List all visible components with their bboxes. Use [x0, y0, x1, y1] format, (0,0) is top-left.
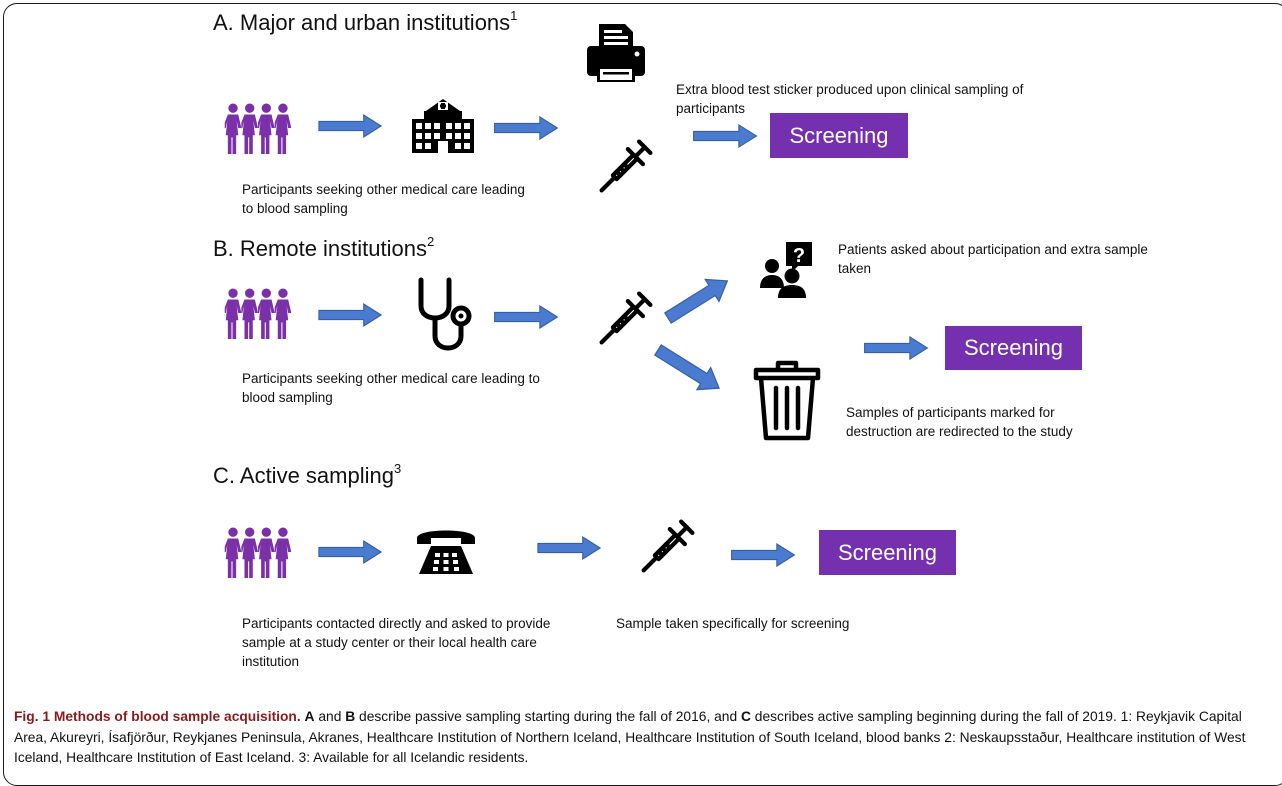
screening-box-a: Screening — [770, 113, 908, 158]
screening-label: Screening — [837, 539, 938, 565]
section-a-title: A. Major and urban institutions1 — [213, 8, 518, 36]
right-arrow-icon — [318, 114, 382, 138]
caption-ref-a: A — [304, 709, 315, 724]
right-arrow-icon — [731, 543, 795, 567]
participants-note-b: Participants seeking other medical care … — [242, 371, 540, 405]
right-arrow-icon — [318, 540, 382, 564]
right-arrow-icon — [864, 336, 928, 360]
right-arrow-icon — [537, 536, 601, 560]
hospital-icon — [412, 99, 474, 153]
section-a-title-text: A. Major and urban institutions — [213, 10, 511, 35]
right-arrow-icon — [494, 305, 558, 329]
caption-text-2: describes active sampling beginning duri… — [14, 709, 1246, 765]
syringe-icon — [636, 516, 700, 576]
printer-note: Extra blood test sticker produced upon c… — [676, 82, 1024, 116]
section-b-title-text: B. Remote institutions — [213, 236, 427, 261]
participants-note-a: Participants seeking other medical care … — [242, 182, 525, 216]
telephone-icon — [417, 530, 475, 574]
svg-text:?: ? — [793, 245, 805, 267]
right-arrow-icon — [653, 344, 720, 391]
screening-box-b: Screening — [945, 326, 1082, 370]
printer-icon — [587, 24, 645, 82]
people-question-icon: ? — [760, 242, 812, 298]
right-arrow-icon — [693, 124, 757, 148]
screening-box-c: Screening — [819, 530, 956, 575]
figure-caption: Fig. 1 Methods of blood sample acquisiti… — [14, 707, 1274, 769]
right-arrow-icon — [663, 278, 729, 324]
sample-note: Sample taken specifically for screening — [616, 616, 850, 631]
caption-ref-b: B — [345, 709, 356, 724]
syringe-icon — [594, 136, 658, 196]
section-b-title: B. Remote institutions2 — [213, 234, 435, 262]
section-c-title: C. Active sampling3 — [213, 461, 402, 489]
caption-text-1: describe passive sampling starting durin… — [359, 709, 738, 724]
people-group-icon — [222, 103, 294, 155]
figure-frame — [3, 3, 1282, 786]
section-c-title-text: C. Active sampling — [213, 463, 394, 488]
people-group-icon — [222, 527, 294, 579]
patients-note: Patients asked about participation and e… — [838, 242, 1148, 276]
right-arrow-icon — [494, 116, 558, 140]
caption-and: and — [318, 709, 342, 724]
screening-label: Screening — [789, 122, 889, 148]
section-b-footnote-mark: 2 — [426, 234, 435, 249]
people-group-icon — [222, 288, 294, 340]
syringe-icon — [594, 288, 658, 348]
caption-ref-c: C — [740, 709, 751, 724]
section-a-footnote-mark: 1 — [510, 8, 518, 23]
stethoscope-icon — [418, 277, 472, 351]
right-arrow-icon — [318, 303, 382, 327]
screening-label: Screening — [963, 335, 1064, 360]
destruction-note: Samples of participants marked for destr… — [846, 405, 1073, 439]
participants-note-c: Participants contacted directly and aske… — [242, 616, 551, 669]
section-c-footnote-mark: 3 — [393, 461, 402, 476]
caption-lead: Fig. 1 Methods of blood sample acquisiti… — [14, 709, 301, 724]
trash-can-icon — [753, 360, 821, 441]
